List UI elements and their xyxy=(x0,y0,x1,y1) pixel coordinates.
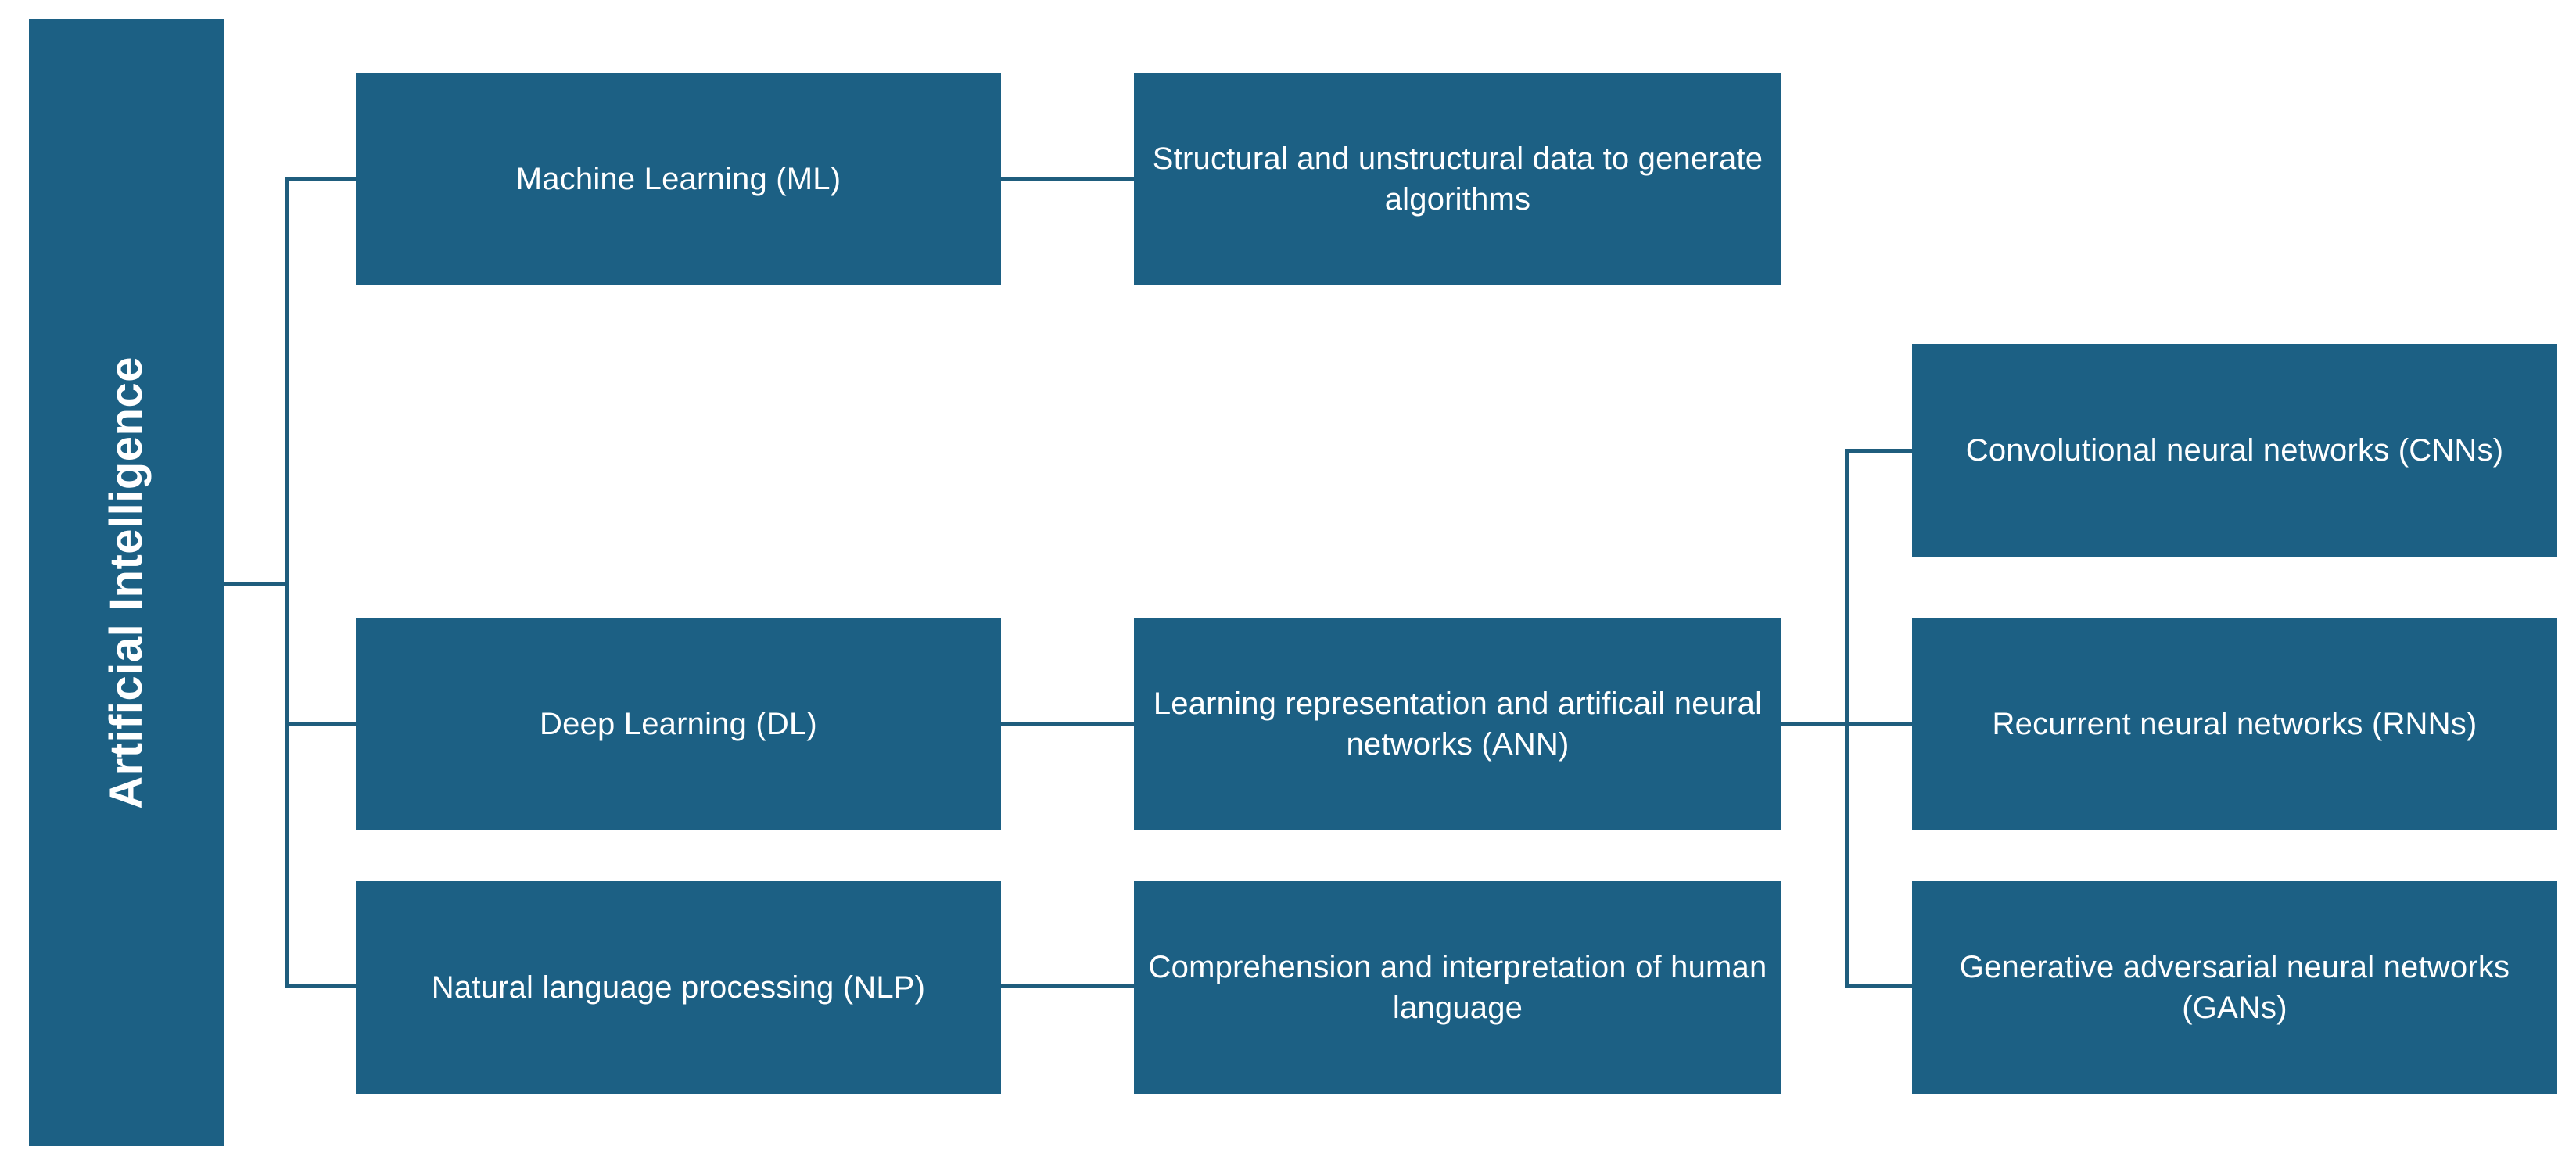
connector-dl-to-ann xyxy=(1001,722,1134,726)
connector-ann-stub xyxy=(1781,722,1847,726)
connector-ml-to-ml-desc xyxy=(1001,177,1134,181)
node-deep-learning[interactable]: Deep Learning (DL) xyxy=(356,618,1001,830)
connector-root-stub xyxy=(224,582,289,586)
node-label-deep-learning: Deep Learning (DL) xyxy=(540,707,817,741)
node-nlp-description[interactable]: Comprehension and interpretation of huma… xyxy=(1134,881,1781,1094)
node-label-generative-adversarial-networks: Generative adversarial neural networks (… xyxy=(1959,950,2510,1025)
connector-root-to-dl xyxy=(285,722,356,726)
node-label-recurrent-neural-networks: Recurrent neural networks (RNNs) xyxy=(1992,707,2477,741)
connector-ann-spine xyxy=(1845,449,1849,987)
node-recurrent-neural-networks[interactable]: Recurrent neural networks (RNNs) xyxy=(1912,618,2557,830)
node-natural-language-processing[interactable]: Natural language processing (NLP) xyxy=(356,881,1001,1094)
connector-root-spine xyxy=(285,177,289,988)
node-label-natural-language-processing: Natural language processing (NLP) xyxy=(431,970,926,1005)
node-label-artificial-intelligence: Artificial Intelligence xyxy=(101,356,152,809)
node-label-convolutional-neural-networks: Convolutional neural networks (CNNs) xyxy=(1965,433,2504,468)
node-generative-adversarial-networks[interactable]: Generative adversarial neural networks (… xyxy=(1912,881,2557,1094)
node-convolutional-neural-networks[interactable]: Convolutional neural networks (CNNs) xyxy=(1912,344,2557,557)
node-artificial-neural-networks[interactable]: Learning representation and artificail n… xyxy=(1134,618,1781,830)
connector-root-to-ml xyxy=(285,177,356,181)
node-label-nlp-description: Comprehension and interpretation of huma… xyxy=(1148,950,1767,1025)
node-label-machine-learning: Machine Learning (ML) xyxy=(515,162,841,196)
node-machine-learning[interactable]: Machine Learning (ML) xyxy=(356,73,1001,285)
connector-ann-to-cnn xyxy=(1845,449,1912,453)
node-ml-description[interactable]: Structural and unstructural data to gene… xyxy=(1134,73,1781,285)
connector-ann-to-rnn xyxy=(1845,722,1912,726)
node-label-artificial-neural-networks: Learning representation and artificail n… xyxy=(1153,686,1763,762)
connector-ann-to-gan xyxy=(1845,984,1912,988)
node-label-ml-description: Structural and unstructural data to gene… xyxy=(1152,142,1763,217)
connector-nlp-to-nlp-desc xyxy=(1001,984,1134,988)
connector-root-to-nlp xyxy=(285,984,356,988)
node-artificial-intelligence[interactable]: Artificial Intelligence xyxy=(29,19,224,1146)
